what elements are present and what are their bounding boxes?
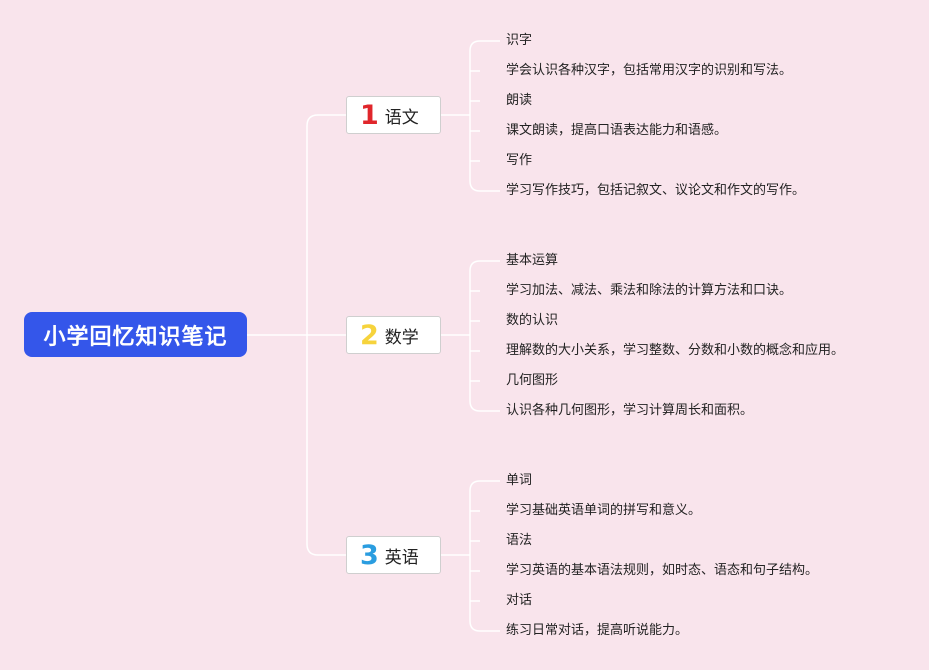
- leaf-item[interactable]: 朗读: [506, 93, 533, 108]
- leaf-item[interactable]: 学习英语的基本语法规则，如时态、语态和句子结构。: [506, 563, 819, 578]
- leaf-item[interactable]: 学习写作技巧，包括记叙文、议论文和作文的写作。: [506, 183, 806, 198]
- branch-node-english[interactable]: 3 英语: [346, 536, 441, 574]
- leaf-item[interactable]: 单词: [506, 473, 533, 488]
- leaf-item[interactable]: 几何图形: [506, 373, 559, 388]
- leaf-item[interactable]: 基本运算: [506, 253, 559, 268]
- leaf-item[interactable]: 学习加法、减法、乘法和除法的计算方法和口诀。: [506, 283, 793, 298]
- leaf-item[interactable]: 语法: [506, 533, 533, 548]
- branch-number: 3: [360, 539, 379, 571]
- leaf-item[interactable]: 课文朗读，提高口语表达能力和语感。: [506, 123, 728, 138]
- leaf-item[interactable]: 认识各种几何图形，学习计算周长和面积。: [506, 403, 754, 418]
- branch-label: 英语: [384, 547, 419, 568]
- leaf-item[interactable]: 学习基础英语单词的拼写和意义。: [506, 503, 702, 518]
- leaf-item[interactable]: 对话: [506, 593, 533, 608]
- branch-label: 语文: [384, 107, 419, 128]
- leaf-item[interactable]: 学会认识各种汉字，包括常用汉字的识别和写法。: [506, 63, 793, 78]
- root-node[interactable]: 小学回忆知识笔记: [24, 312, 247, 357]
- branch-number: 2: [360, 319, 379, 351]
- branch-number: 1: [360, 99, 379, 131]
- leaf-item[interactable]: 写作: [506, 153, 533, 168]
- branch-node-chinese[interactable]: 1 语文: [346, 96, 441, 134]
- leaf-item[interactable]: 理解数的大小关系，学习整数、分数和小数的概念和应用。: [506, 343, 845, 358]
- leaf-item[interactable]: 练习日常对话，提高听说能力。: [506, 623, 689, 638]
- branch-label: 数学: [384, 327, 419, 348]
- leaf-item[interactable]: 识字: [506, 33, 533, 48]
- leaf-item[interactable]: 数的认识: [506, 313, 559, 328]
- branch-node-math[interactable]: 2 数学: [346, 316, 441, 354]
